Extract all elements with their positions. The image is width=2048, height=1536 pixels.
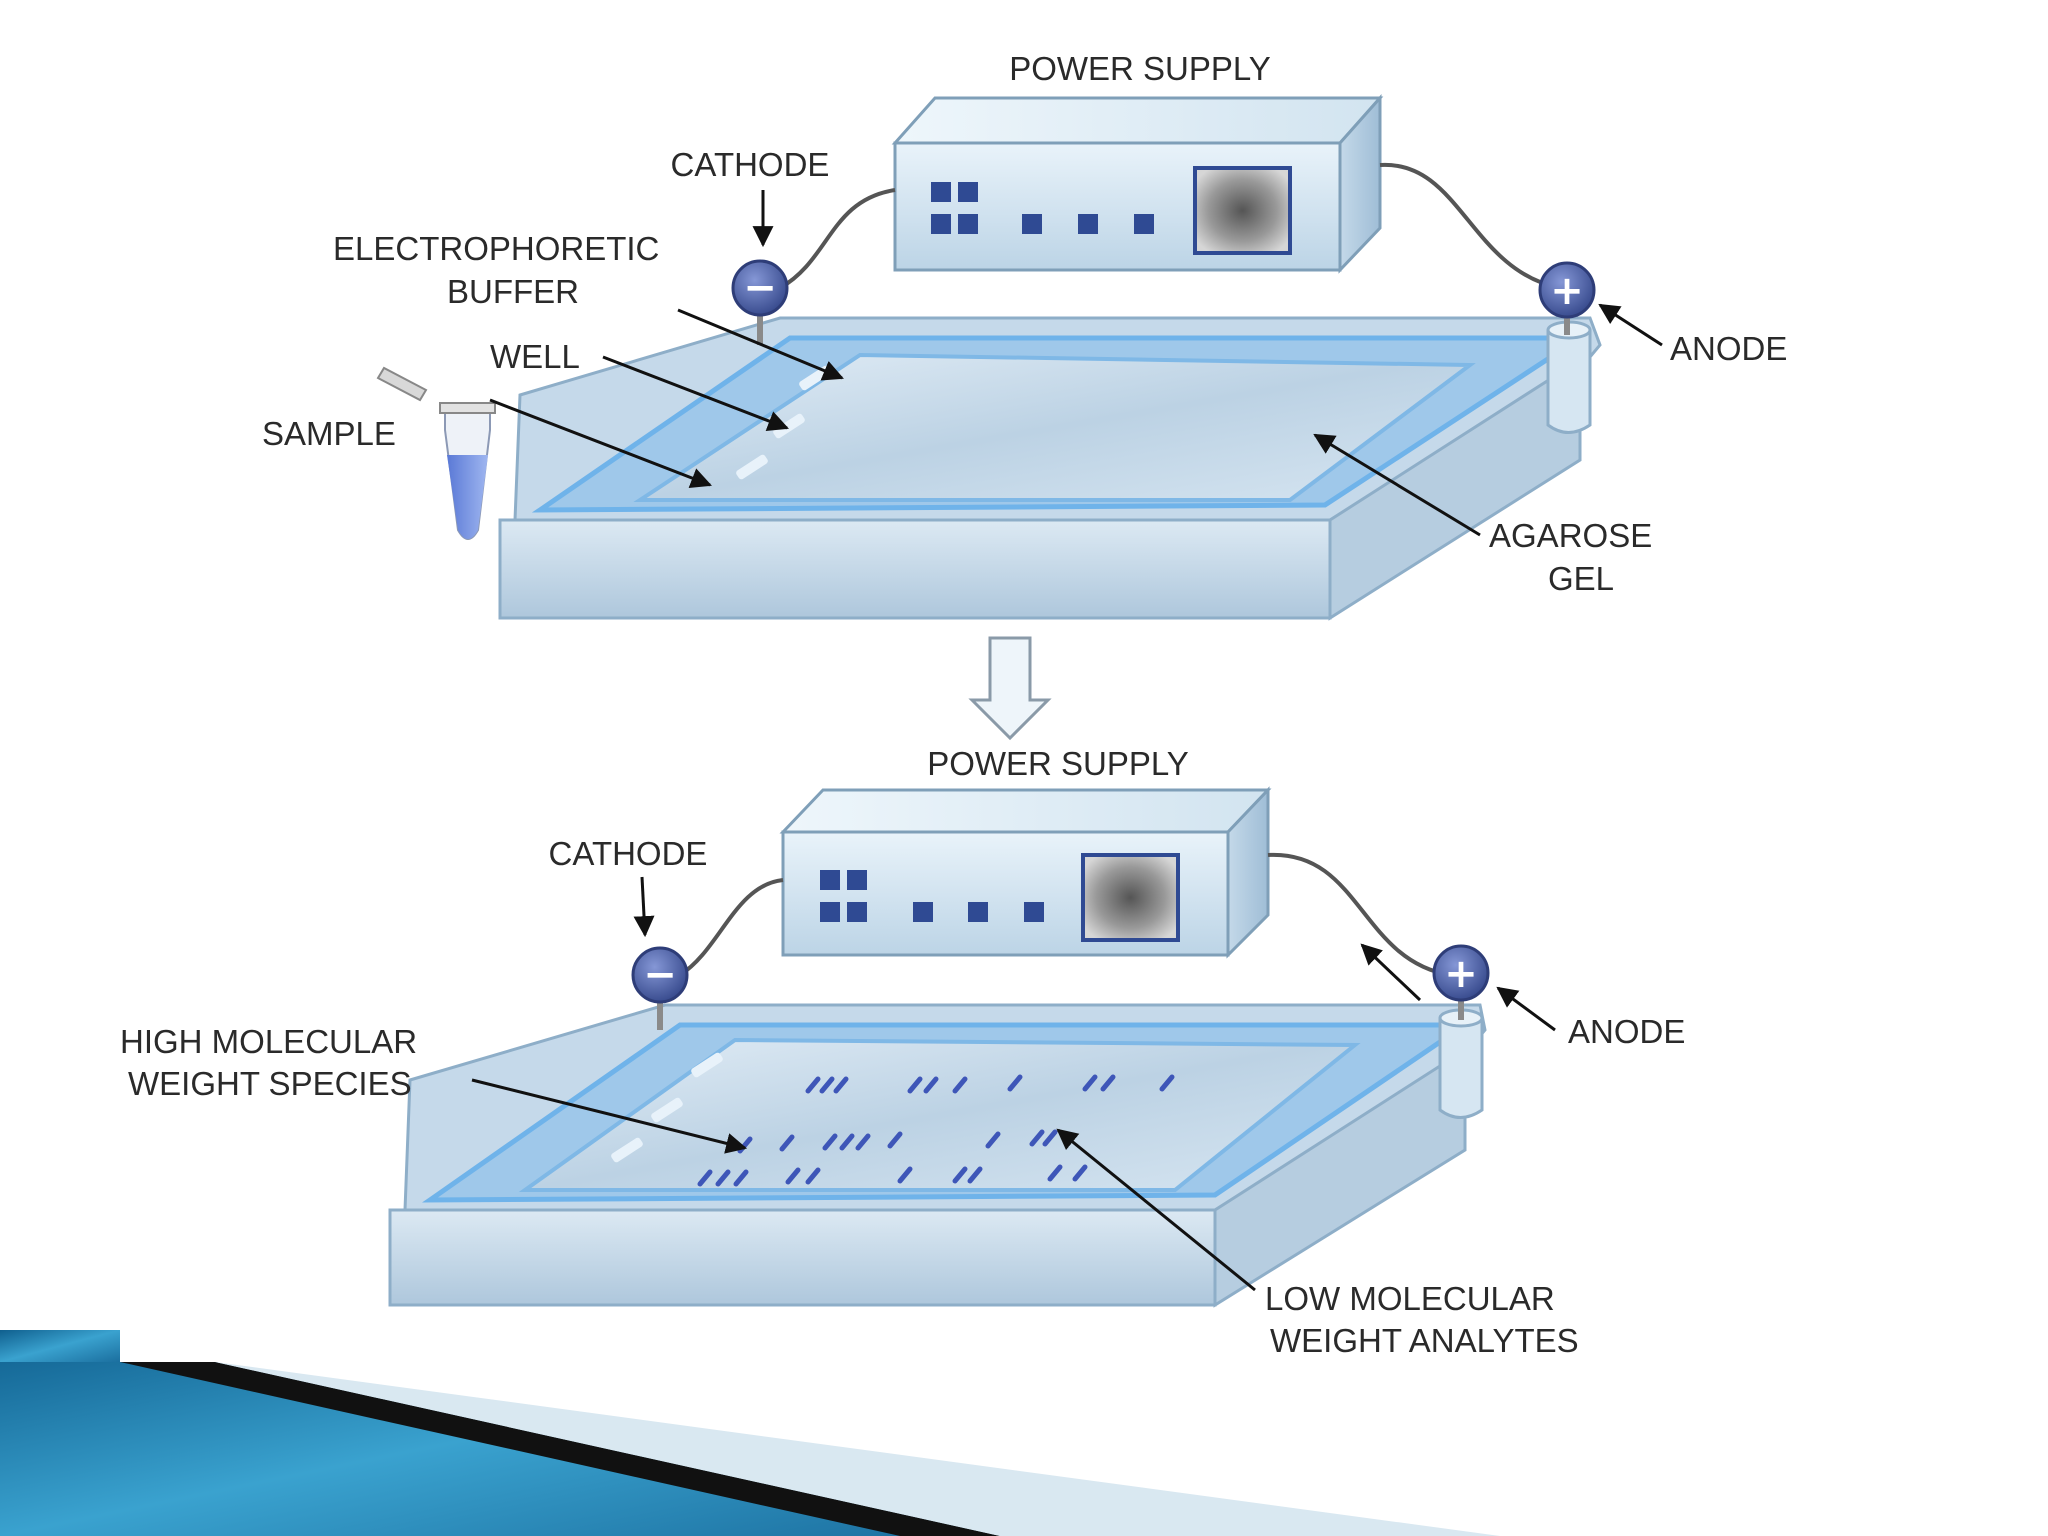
top-cathode-cable [779,188,896,290]
bottom-display-screen [1081,853,1180,942]
top-anode-post [1546,330,1592,434]
bottom-high-mw-label-line2: WEIGHT SPECIES [128,1065,412,1102]
dna-band [1047,1164,1063,1182]
dna-band [1029,1129,1045,1147]
dna-band [779,1134,795,1152]
top-buffer-label-line2: BUFFER [447,273,579,310]
bottom-cathode-terminal [631,946,689,1004]
bottom-control-buttons [820,870,1044,922]
top-anode-symbol: + [1550,268,1584,314]
dna-band [697,1169,713,1187]
top-anode-terminal [1538,261,1596,319]
bottom-power-supply [779,786,1272,959]
dna-band [985,1131,1001,1149]
top-display-screen [1193,166,1292,255]
dna-band [785,1167,801,1185]
dna-band [1007,1074,1023,1092]
top-well-label: WELL [490,338,580,375]
dna-band [907,1076,923,1094]
bottom-power-supply-label: POWER SUPPLY [927,745,1189,782]
dna-band [839,1133,855,1151]
bottom-anode-post [1438,1018,1484,1119]
top-gel-label-line1: AGAROSE [1489,517,1652,554]
top-apparatus: − + POWER SUPPLY CATHODE ELECTROPHORETIC… [262,50,1787,621]
bottom-low-mw-label-line2: WEIGHT ANALYTES [1270,1322,1579,1359]
bottom-tray-front [388,1208,1217,1307]
slide-corner-decoration [0,1330,1500,1536]
top-cathode-label: CATHODE [671,146,830,183]
top-pointer-arrows [489,190,1663,537]
dna-band [833,1076,849,1094]
top-anode-label: ANODE [1670,330,1787,367]
dna-band [1100,1074,1116,1092]
dna-band [1072,1164,1088,1182]
bottom-high-mw-label-line1: HIGH MOLECULAR [120,1023,417,1060]
top-control-buttons [931,182,1154,234]
transition-arrow-icon [968,636,1052,741]
bottom-anode-terminal [1432,944,1490,1002]
bottom-cathode-cable [678,878,784,977]
top-gel-label-line2: GEL [1548,560,1614,597]
top-tray-front [498,518,1332,620]
dna-band [1042,1129,1058,1147]
top-cathode-symbol: − [743,265,777,311]
top-power-supply [891,94,1384,274]
bottom-cathode-label: CATHODE [549,835,708,872]
bottom-low-mw-label-line1: LOW MOLECULAR [1265,1280,1555,1317]
top-power-supply-label: POWER SUPPLY [1009,50,1271,87]
bottom-tray-side [1213,1047,1467,1308]
bottom-apparatus: − + POWER SUPPLY CATHODE HIGH MOLECULAR … [120,745,1685,1359]
dna-band [822,1133,838,1151]
bottom-anode-symbol: + [1444,951,1478,997]
dna-band [967,1166,983,1184]
bottom-pointer-arrows [471,876,1556,1292]
dna-band [855,1133,871,1151]
top-buffer-label-line1: ELECTROPHORETIC [333,230,659,267]
top-sample-label: SAMPLE [262,415,396,452]
dna-band [923,1076,939,1094]
dna-band [805,1076,821,1094]
bottom-anode-label: ANODE [1568,1013,1685,1050]
top-anode-cable [1379,162,1561,290]
dna-band [819,1076,835,1094]
top-tray-side [1328,357,1582,621]
bottom-anode-cable [1267,852,1451,977]
dna-band [715,1169,731,1187]
bottom-cathode-symbol: − [643,952,677,998]
top-cathode-terminal [731,259,789,317]
sample-tube-icon [376,366,496,540]
dna-band [1082,1074,1098,1092]
dna-band [733,1169,749,1187]
dna-band [805,1167,821,1185]
top-gel [633,352,1476,502]
dna-band [897,1166,913,1184]
dna-band [952,1166,968,1184]
dna-band [952,1076,968,1094]
bottom-wells [611,1052,723,1163]
dna-band [1159,1074,1175,1092]
dna-band [887,1131,903,1149]
